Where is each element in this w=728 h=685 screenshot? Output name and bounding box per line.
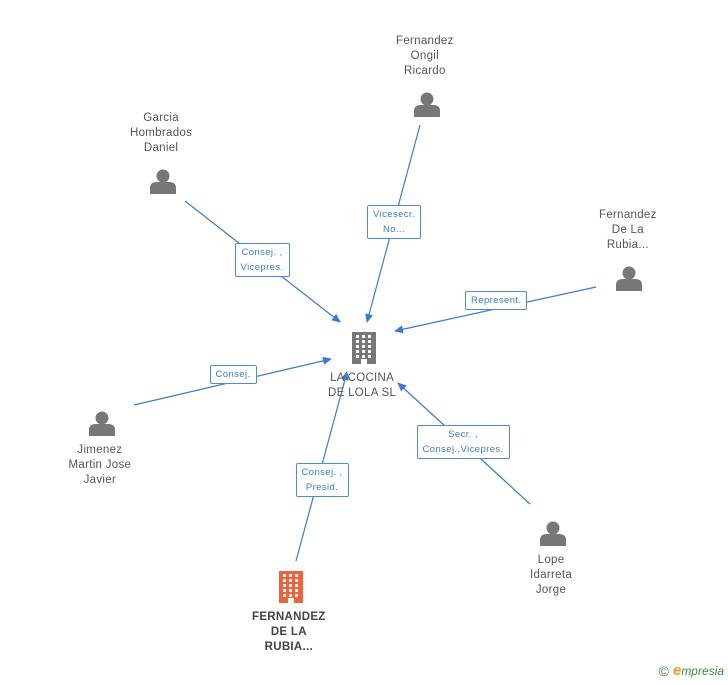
node-label-line: Ongil: [410, 49, 440, 62]
edge-label-delarubia_c[interactable]: Consej. , Presid.: [295, 463, 349, 497]
edge-label-delarubia_p[interactable]: Represent.: [465, 290, 528, 310]
node-label-delarubia_p[interactable]: Fernandez De La Rubia...: [599, 208, 657, 253]
node-label-center[interactable]: LA COCINA DE LOLA SL: [328, 371, 396, 401]
edge-label-line: Consej. ,: [241, 247, 283, 258]
node-label-line: Rubia...: [606, 238, 649, 251]
person-icon[interactable]: [414, 92, 440, 118]
edge-label-line: Consej. ,: [301, 467, 343, 478]
node-label-line: De La: [611, 223, 644, 236]
node-label-line: FERNANDEZ: [252, 610, 326, 623]
edge-label-line: Consej.,Vicepres.: [422, 444, 504, 455]
person-icon[interactable]: [89, 411, 115, 437]
edge-label-jimenez[interactable]: Consej.: [209, 364, 257, 384]
node-label-line: RUBIA...: [264, 640, 314, 653]
edge-label-lope[interactable]: Secr. , Consej.,Vicepres.: [416, 425, 510, 459]
building-icon[interactable]: [352, 332, 376, 364]
person-icon[interactable]: [616, 266, 642, 292]
copyright-symbol: ©: [658, 662, 669, 679]
edge-label-line: No...: [382, 224, 406, 235]
edge-label-line: Vicesecr.: [373, 209, 415, 220]
node-label-line: DE LA: [270, 625, 307, 638]
node-label-line: Javier: [83, 473, 117, 486]
person-icon[interactable]: [540, 521, 566, 547]
edge-label-line: Represent.: [471, 294, 522, 306]
footer-brand: © empresia: [659, 662, 724, 679]
brand-initial: e: [672, 662, 682, 679]
node-label-line: Jimenez: [77, 443, 123, 456]
building-icon[interactable]: [279, 571, 303, 603]
node-label-line: Lope: [537, 553, 565, 566]
node-label-line: Martin Jose: [68, 458, 132, 471]
node-label-line: LA COCINA: [330, 372, 395, 384]
edge-label-line: Vicepres.: [240, 262, 284, 273]
person-icon[interactable]: [150, 169, 176, 195]
edge-label-line: Presid.: [305, 482, 339, 493]
brand-rest: mpresia: [681, 664, 724, 678]
empresia-logo[interactable]: empresia: [673, 662, 724, 679]
node-label-line: Ricardo: [403, 64, 446, 77]
node-label-line: Idarreta: [530, 568, 573, 581]
edge-label-hombrados[interactable]: Consej. , Vicepres.: [234, 243, 290, 277]
node-label-line: Garcia: [143, 111, 179, 124]
node-label-line: Daniel: [143, 141, 179, 154]
node-label-line: DE LOLA SL: [328, 387, 397, 399]
node-label-line: Fernandez: [599, 208, 657, 221]
node-label-delarubia_c[interactable]: FERNANDEZ DE LA RUBIA...: [252, 610, 326, 655]
node-label-line: Jorge: [535, 583, 567, 596]
edge-label-ongil[interactable]: Vicesecr. No...: [367, 205, 421, 239]
node-label-line: Fernandez: [396, 34, 454, 47]
edge-label-line: Secr. ,: [448, 429, 478, 440]
edge-label-line: Consej.: [215, 368, 251, 380]
node-label-line: Hombrados: [130, 126, 193, 139]
